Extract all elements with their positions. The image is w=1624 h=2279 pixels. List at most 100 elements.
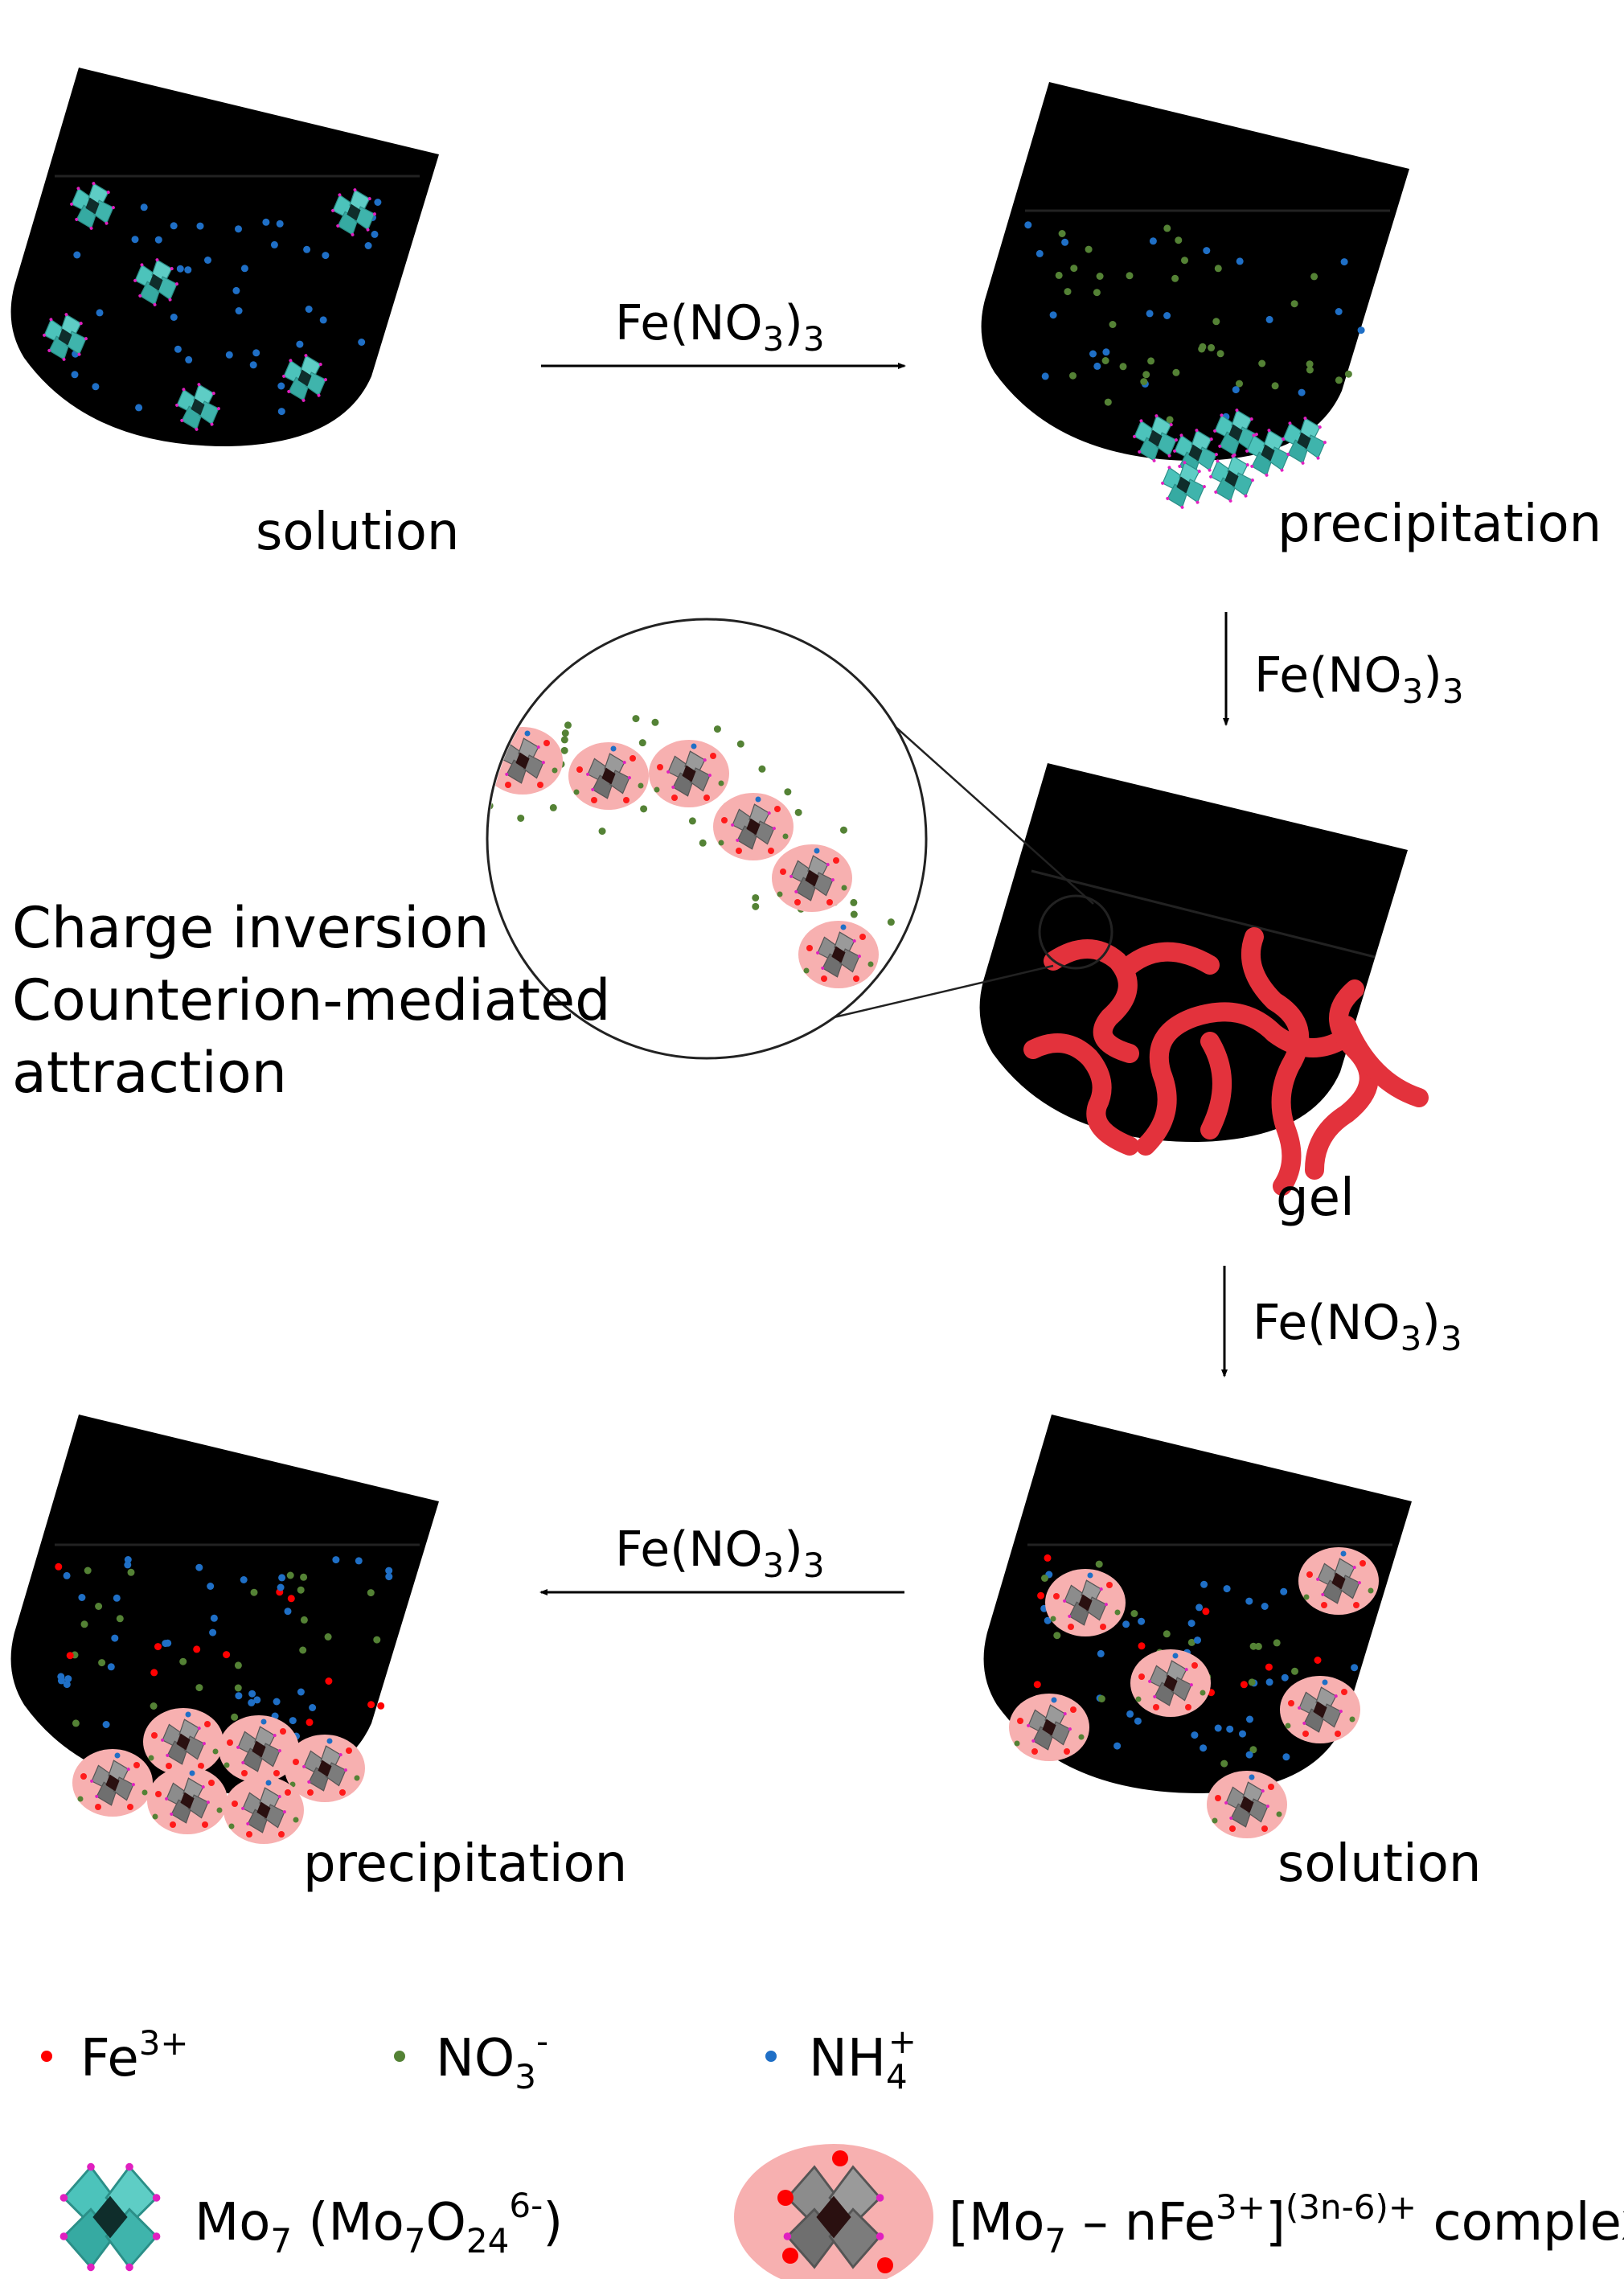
- ion-dot: [80, 1620, 88, 1628]
- ion-dot: [1195, 1604, 1204, 1612]
- ion-dot: [1053, 1632, 1061, 1640]
- ion-dot: [1335, 376, 1343, 384]
- ion-dot: [1163, 224, 1171, 232]
- ion-dot: [92, 383, 100, 391]
- ion-dot: [235, 225, 242, 233]
- ion-dot: [1069, 372, 1077, 380]
- ion-dot: [1163, 312, 1171, 319]
- state-label-precipitation-2: precipitation: [303, 1834, 627, 1894]
- legend-fe: Fe3+: [80, 2023, 189, 2088]
- ion-dot: [1200, 1580, 1208, 1588]
- ion-dot: [1172, 368, 1180, 376]
- ion-dot: [150, 1669, 158, 1677]
- ion-dot: [297, 1688, 305, 1696]
- ion-dot: [64, 1675, 72, 1683]
- ion-dot: [358, 339, 366, 346]
- ion-dots: [71, 199, 382, 416]
- ion-dot: [154, 1643, 162, 1651]
- ion-dot: [289, 1717, 297, 1725]
- nitrate-dot: [481, 729, 488, 736]
- ion-dot: [135, 404, 143, 412]
- ion-dot: [1245, 1751, 1253, 1759]
- ion-dot: [1282, 1753, 1290, 1761]
- ion-dot: [1249, 1746, 1257, 1754]
- ion-dot: [1166, 416, 1174, 424]
- ion-dot: [1214, 265, 1222, 273]
- ion-dot: [355, 1557, 363, 1565]
- ion-dot: [385, 1567, 393, 1575]
- ion-dot: [232, 286, 240, 294]
- ion-dot: [309, 1704, 317, 1711]
- nitrate-dot: [752, 893, 760, 901]
- ion-dot: [1037, 1591, 1045, 1599]
- ion-dot: [107, 1663, 115, 1671]
- nitrate-dot: [713, 725, 721, 733]
- nitrate-dot: [688, 817, 696, 825]
- ion-dot: [1044, 1616, 1052, 1624]
- ion-dot: [364, 242, 372, 249]
- ion-dot: [1310, 273, 1318, 281]
- nitrate-dot: [640, 805, 648, 813]
- ion-dot: [371, 230, 379, 238]
- ion-dot: [1198, 345, 1206, 353]
- ion-dot: [1280, 1587, 1288, 1595]
- beaker-solution-initial: [10, 23, 486, 447]
- state-label-gel: gel: [1276, 1168, 1355, 1228]
- ion-dot: [71, 371, 79, 379]
- ion-dot: [57, 1677, 65, 1685]
- ion-dot: [373, 1636, 381, 1644]
- ion-dot: [248, 1690, 256, 1698]
- ion-dot: [284, 1608, 292, 1616]
- ion-dot: [1194, 1636, 1201, 1645]
- ion-dot: [1187, 1638, 1195, 1646]
- nitrate-dot: [560, 736, 568, 744]
- ion-dot: [1140, 378, 1148, 386]
- ion-dot: [1216, 350, 1224, 358]
- beaker-precipitation: [981, 37, 1456, 514]
- ion-dot: [303, 245, 311, 253]
- nitrate-dot: [794, 808, 802, 816]
- ion-dot: [170, 314, 178, 321]
- state-label-precipitation: precipitation: [1277, 495, 1601, 554]
- ion-dot: [319, 316, 327, 324]
- legend-mo7: Mo7 (Mo7O246-): [195, 2186, 563, 2261]
- ion-dot: [1214, 1724, 1222, 1732]
- nitrate-dot: [839, 826, 847, 834]
- ion-dot: [1104, 398, 1112, 406]
- nitrate-dot: [850, 898, 858, 906]
- ion-dot: [234, 1661, 242, 1669]
- ion-dot: [262, 218, 270, 226]
- ion-dot: [1175, 236, 1183, 244]
- reagent-label: Fe(NO3)3: [615, 295, 825, 359]
- ion-dot: [111, 1634, 119, 1642]
- ion-dot: [277, 408, 285, 416]
- ion-dot: [1096, 273, 1104, 280]
- ion-dot: [297, 1586, 305, 1594]
- state-label-solution-2: solution: [1277, 1834, 1481, 1894]
- ion-dot: [1033, 1681, 1041, 1689]
- ion-dot: [1273, 1639, 1281, 1647]
- ion-dot: [72, 1719, 80, 1727]
- ion-dot: [73, 251, 81, 259]
- ion-dot: [1041, 372, 1049, 380]
- ion-dot: [1265, 1678, 1273, 1686]
- nitrate-dot: [736, 740, 744, 748]
- ion-dot: [322, 252, 330, 260]
- ion-dot: [78, 1594, 86, 1601]
- ion-dot: [63, 1681, 71, 1689]
- ion-dot: [1223, 1585, 1231, 1593]
- ion-dot: [102, 1721, 110, 1728]
- ion-dot: [1085, 245, 1093, 253]
- ion-dot: [1187, 1620, 1195, 1628]
- ion-dot: [162, 1640, 170, 1648]
- ion-dot: [1290, 300, 1298, 308]
- ion-dot: [1163, 1630, 1171, 1638]
- ion-dot: [223, 1651, 231, 1659]
- ion-dot: [1149, 237, 1157, 245]
- ion-dot: [96, 309, 104, 317]
- ion-dot: [1181, 257, 1188, 265]
- ion-dot: [225, 351, 233, 359]
- ion-dot: [1239, 1730, 1246, 1738]
- ion-dot: [210, 1614, 218, 1622]
- ion-dot: [324, 1633, 332, 1640]
